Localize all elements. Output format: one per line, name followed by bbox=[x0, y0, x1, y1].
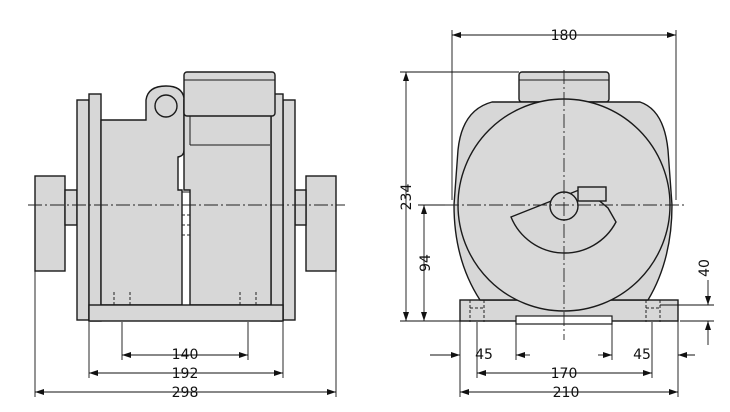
housing-right-half bbox=[183, 99, 272, 306]
dim-140-label: 140 bbox=[172, 347, 199, 363]
dim-94-label: 94 bbox=[418, 254, 434, 272]
dim-40-label: 40 bbox=[697, 259, 713, 277]
left-counterweight bbox=[34, 175, 66, 272]
dim-192-label: 192 bbox=[172, 366, 199, 382]
dim-170-label: 170 bbox=[551, 366, 578, 382]
left-shaft-stub bbox=[64, 189, 78, 226]
right-flange bbox=[270, 93, 284, 322]
terminal-box bbox=[183, 71, 276, 117]
dim-45-left-label: 45 bbox=[475, 347, 493, 363]
dim-298-label: 298 bbox=[172, 385, 199, 401]
dim-234-label: 234 bbox=[399, 184, 415, 211]
left-flange bbox=[88, 93, 102, 322]
key-slot bbox=[577, 186, 607, 202]
right-counterweight bbox=[305, 175, 337, 272]
dim-45-right-label: 45 bbox=[633, 347, 651, 363]
right-end-cover bbox=[282, 99, 296, 321]
right-shaft-stub bbox=[294, 189, 307, 226]
left-end-cover bbox=[76, 99, 90, 321]
base-plate-side bbox=[88, 304, 284, 322]
front-view: 180 234 94 40 45 bbox=[399, 28, 714, 401]
dim-180-label: 180 bbox=[551, 28, 578, 44]
housing-left-half bbox=[100, 85, 185, 306]
side-view: 140 192 298 bbox=[28, 71, 345, 401]
dim-210-label: 210 bbox=[553, 385, 580, 401]
lifting-eye bbox=[154, 94, 178, 118]
